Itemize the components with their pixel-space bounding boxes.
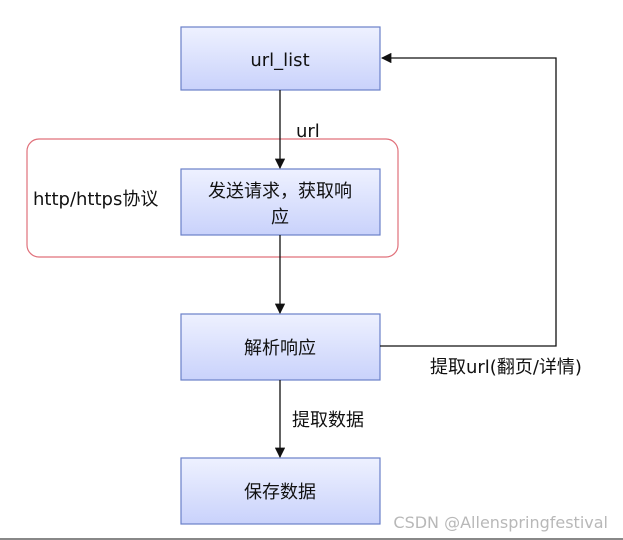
edge-label-url: url <box>296 121 320 142</box>
edge-label-extract-url: 提取url(翻页/详情) <box>430 357 582 378</box>
node-save-data-label: 保存数据 <box>244 482 316 503</box>
node-save-data <box>180 457 381 525</box>
node-send-request-label-line2: 应 <box>271 207 289 228</box>
node-parse-response-label: 解析响应 <box>244 338 316 359</box>
http-protocol-group <box>26 138 399 258</box>
watermark: CSDN @Allenspringfestival <box>393 513 608 532</box>
node-url-list-label: url_list <box>250 50 309 71</box>
node-send-request <box>180 168 381 236</box>
group-label: http/https协议 <box>33 189 158 210</box>
edge-label-extract-data: 提取数据 <box>292 410 364 431</box>
edge-parse-to-urllist-loop <box>380 52 557 347</box>
node-send-request-label-line1: 发送请求，获取响 <box>208 181 352 202</box>
